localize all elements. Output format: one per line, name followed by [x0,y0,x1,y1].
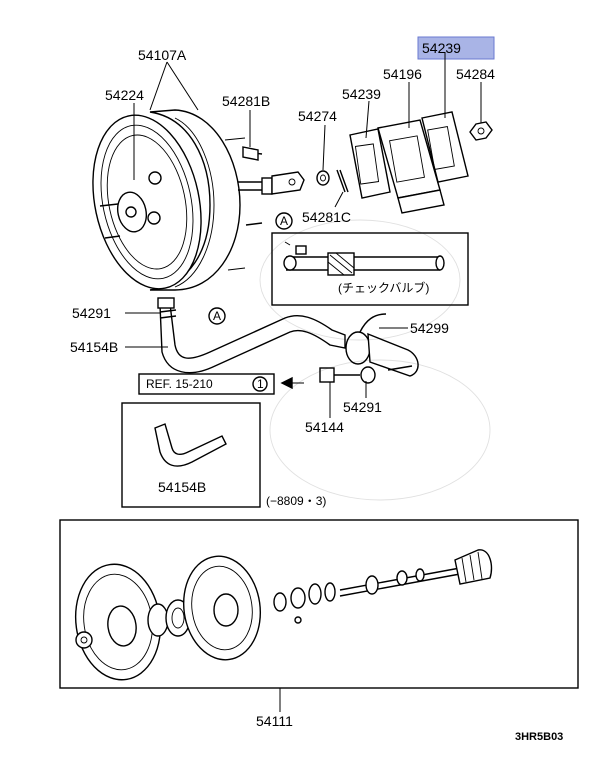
brake-booster-assembly [92,109,349,291]
callout-54144[interactable]: 54144 [305,419,344,435]
vacuum-hose-54154B [157,297,419,384]
callout-54154B-detail[interactable]: 54154B [158,479,206,495]
date-note: (−8809・3) [266,494,326,508]
marker-a-top: A [275,212,293,230]
ref-15-210[interactable]: REF. 15-210 1 [138,373,275,395]
svg-text:1: 1 [257,377,264,391]
callout-54107A[interactable]: 54107A [138,47,187,63]
diagram-code: 3HR5B03 [515,731,563,743]
callout-54281B[interactable]: 54281B [222,93,270,109]
highlight-54239[interactable] [417,36,495,60]
callout-54291-lower[interactable]: 54291 [343,399,382,415]
callout-54239-left[interactable]: 54239 [342,86,381,102]
callout-54281C[interactable]: 54281C [302,209,351,225]
booster-overhaul-kit-54111 [59,519,579,689]
callout-54111[interactable]: 54111 [256,713,293,729]
detail-a-check-valve [271,232,469,306]
spacer-set [349,111,493,214]
svg-text:A: A [280,214,288,228]
watermark [259,219,491,501]
marker-a-hose: A [208,307,226,325]
svg-text:A: A [213,309,221,323]
callout-54224[interactable]: 54224 [105,87,144,103]
callout-54291-upper[interactable]: 54291 [72,305,111,321]
callout-54196[interactable]: 54196 [383,66,422,82]
svg-text:REF. 15-210: REF. 15-210 [146,377,213,391]
callout-54154B-main[interactable]: 54154B [70,339,118,355]
callout-labels: 54107A 54224 54281B 54274 54239 54196 54… [70,40,495,729]
check-valve-caption: (チェックバルブ) [338,280,429,295]
callout-54299[interactable]: 54299 [410,320,449,336]
hose-detail-box [121,402,261,508]
callout-54284[interactable]: 54284 [456,66,495,82]
callout-54274[interactable]: 54274 [298,108,337,124]
callout-54239-right[interactable]: 54239 [422,40,461,56]
leader-lines [125,52,482,712]
